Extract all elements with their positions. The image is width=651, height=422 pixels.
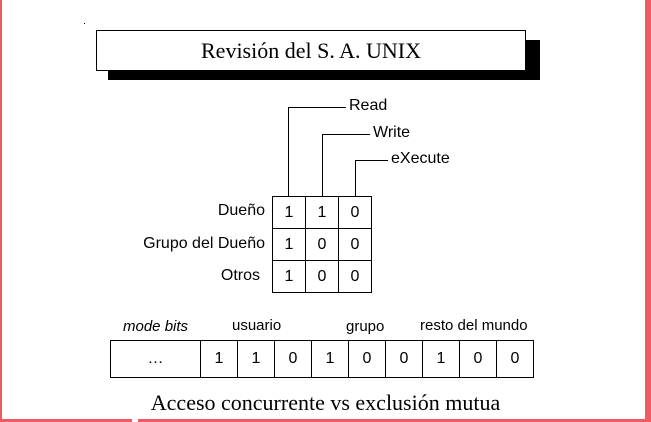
- bit-cell: 1: [272, 196, 306, 229]
- frame-right-border: [645, 0, 651, 422]
- permission-row-owner: 1 1 0: [272, 196, 372, 229]
- connector-read-v: [288, 107, 289, 196]
- group-label-user: usuario: [232, 317, 282, 334]
- label-write: Write: [373, 124, 411, 141]
- row-label-owner-group: Grupo del Dueño: [143, 235, 265, 252]
- mode-bit-cell: 1: [422, 340, 460, 378]
- bit-cell: 0: [338, 228, 372, 261]
- label-read: Read: [349, 97, 388, 114]
- mode-bit-cell: 1: [200, 340, 238, 378]
- frame-left-border: [0, 0, 2, 422]
- connector-read-h: [288, 107, 346, 108]
- permission-row-owner-group: 1 0 0: [272, 228, 372, 261]
- permission-grid: 1 1 0 1 0 0 1 0 0: [272, 196, 372, 293]
- mode-bit-cell: 1: [311, 340, 349, 378]
- mode-bit-cell: 1: [237, 340, 275, 378]
- bit-cell: 1: [305, 196, 339, 229]
- bit-cell: 1: [272, 228, 306, 261]
- mode-bit-cell: 0: [348, 340, 386, 378]
- permission-row-others: 1 0 0: [272, 260, 372, 293]
- stray-dot: [84, 23, 85, 24]
- connector-execute-h: [355, 160, 388, 161]
- row-label-owner: Dueño: [217, 202, 265, 219]
- mode-bit-cell: 0: [496, 340, 534, 378]
- bit-cell: 0: [338, 196, 372, 229]
- mode-prefix-cell: …: [110, 340, 201, 378]
- mode-bits-row: … 1 1 0 1 0 0 1 0 0: [110, 340, 534, 378]
- mode-bits-label: mode bits: [123, 318, 189, 335]
- frame-bottom-border: [0, 419, 651, 422]
- bit-cell: 0: [305, 260, 339, 293]
- mode-bit-cell: 0: [274, 340, 312, 378]
- frame-gap: [132, 419, 138, 422]
- connector-write-h: [322, 134, 370, 135]
- connector-write-v: [322, 134, 323, 196]
- bit-cell: 1: [272, 260, 306, 293]
- mode-bit-cell: 0: [459, 340, 497, 378]
- group-label-group: grupo: [346, 318, 385, 335]
- group-label-rest: resto del mundo: [420, 317, 528, 334]
- mode-bit-cell: 0: [385, 340, 423, 378]
- connector-execute-v: [355, 160, 356, 196]
- bit-cell: 0: [338, 260, 372, 293]
- row-label-others: Otros: [220, 267, 260, 284]
- label-execute: eXecute: [391, 150, 450, 167]
- slide-title: Revisión del S. A. UNIX: [96, 30, 526, 71]
- bit-cell: 0: [305, 228, 339, 261]
- slide-caption: Acceso concurrente vs exclusión mutua: [150, 390, 501, 415]
